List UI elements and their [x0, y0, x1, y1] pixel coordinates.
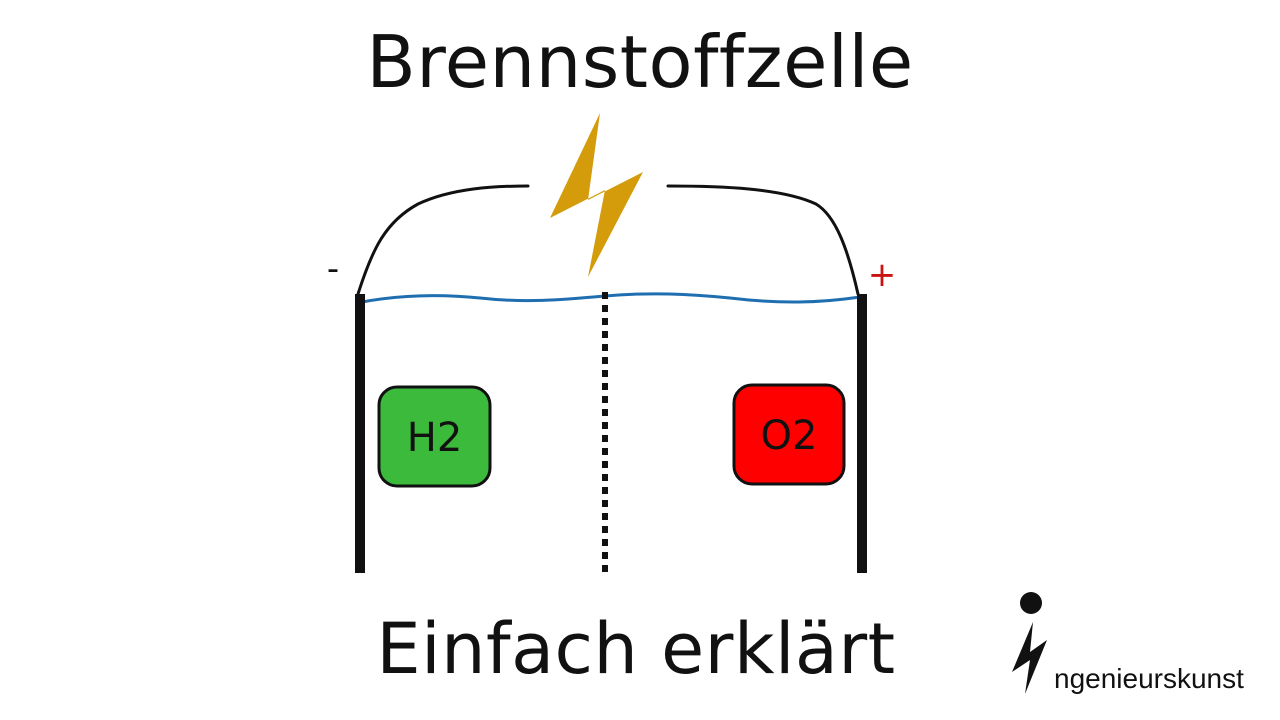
wire-right — [666, 184, 860, 296]
cathode-electrode — [857, 294, 867, 573]
subtitle: Einfach erklärt — [376, 608, 896, 690]
page-title: Brennstoffzelle — [366, 20, 914, 104]
anode-electrode — [355, 294, 365, 573]
brand-logo-icon — [1012, 592, 1047, 694]
lightning-icon — [550, 113, 643, 277]
wire-left — [356, 184, 530, 296]
h2-box — [377, 385, 492, 488]
h2-label: H2 — [407, 415, 463, 461]
cathode-sign: + — [868, 255, 897, 295]
o2-box — [732, 383, 846, 486]
anode-sign: - — [327, 249, 339, 289]
electrolyte-surface-line — [361, 292, 861, 304]
brand-name: ngenieurskunst — [1054, 663, 1244, 694]
o2-label: O2 — [761, 413, 818, 459]
